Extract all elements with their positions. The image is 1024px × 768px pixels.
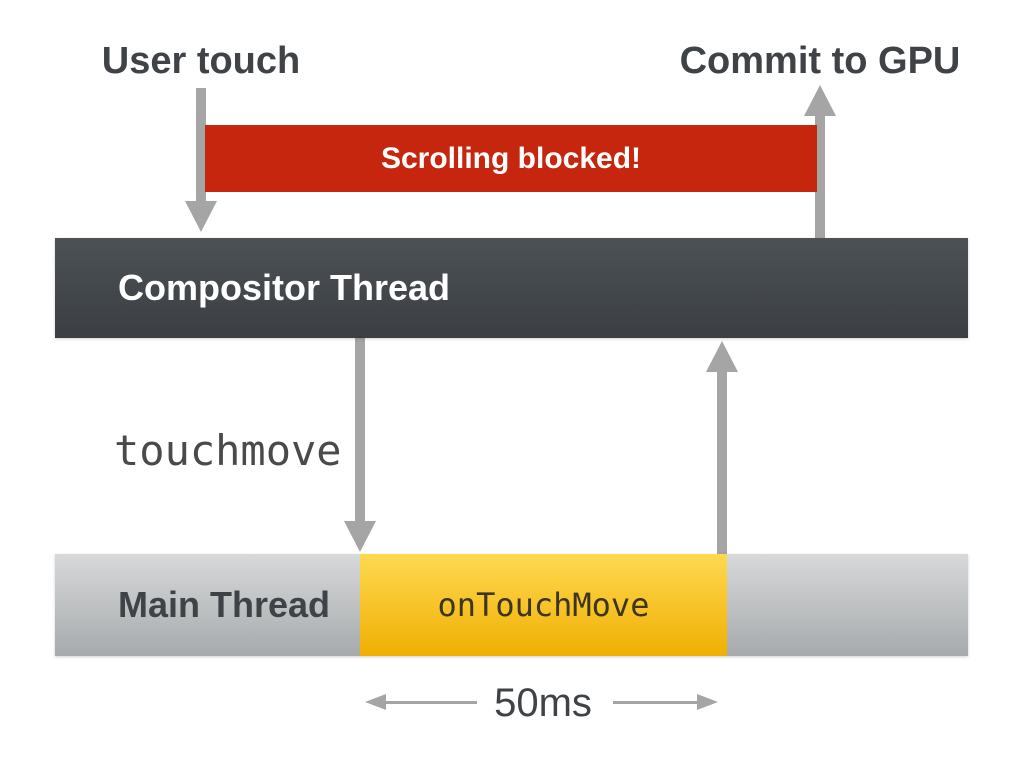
arrow-shaft [384,701,477,704]
arrow-head [365,694,386,710]
main-thread-label: Main Thread [118,584,331,625]
arrow-shaft [196,88,206,202]
scrolling-blocked-label: Scrolling blocked! [380,141,642,175]
ontouchmove-handler-block: onTouchMove [360,554,727,656]
duration-label: 50ms [494,681,592,725]
arrow-head [344,521,376,552]
arrow-head [697,694,718,710]
commit-to-gpu-label: Commit to GPU [679,40,961,82]
compositor-thread-label: Compositor Thread [118,267,451,308]
compositor-thread-bar: Compositor Thread [55,238,968,338]
user-touch-label: User touch [101,40,301,82]
arrow-shaft [815,115,825,238]
arrow-shaft [717,371,727,554]
arrow-shaft [613,701,706,704]
touchmove-event-label: touchmove [114,426,342,475]
arrow-head [706,341,738,372]
arrow-shaft [355,338,365,522]
arrow-head [804,85,836,116]
scrolling-blocked-banner: Scrolling blocked! [205,125,817,192]
ontouchmove-label: onTouchMove [437,586,650,624]
arrow-head [185,201,217,232]
